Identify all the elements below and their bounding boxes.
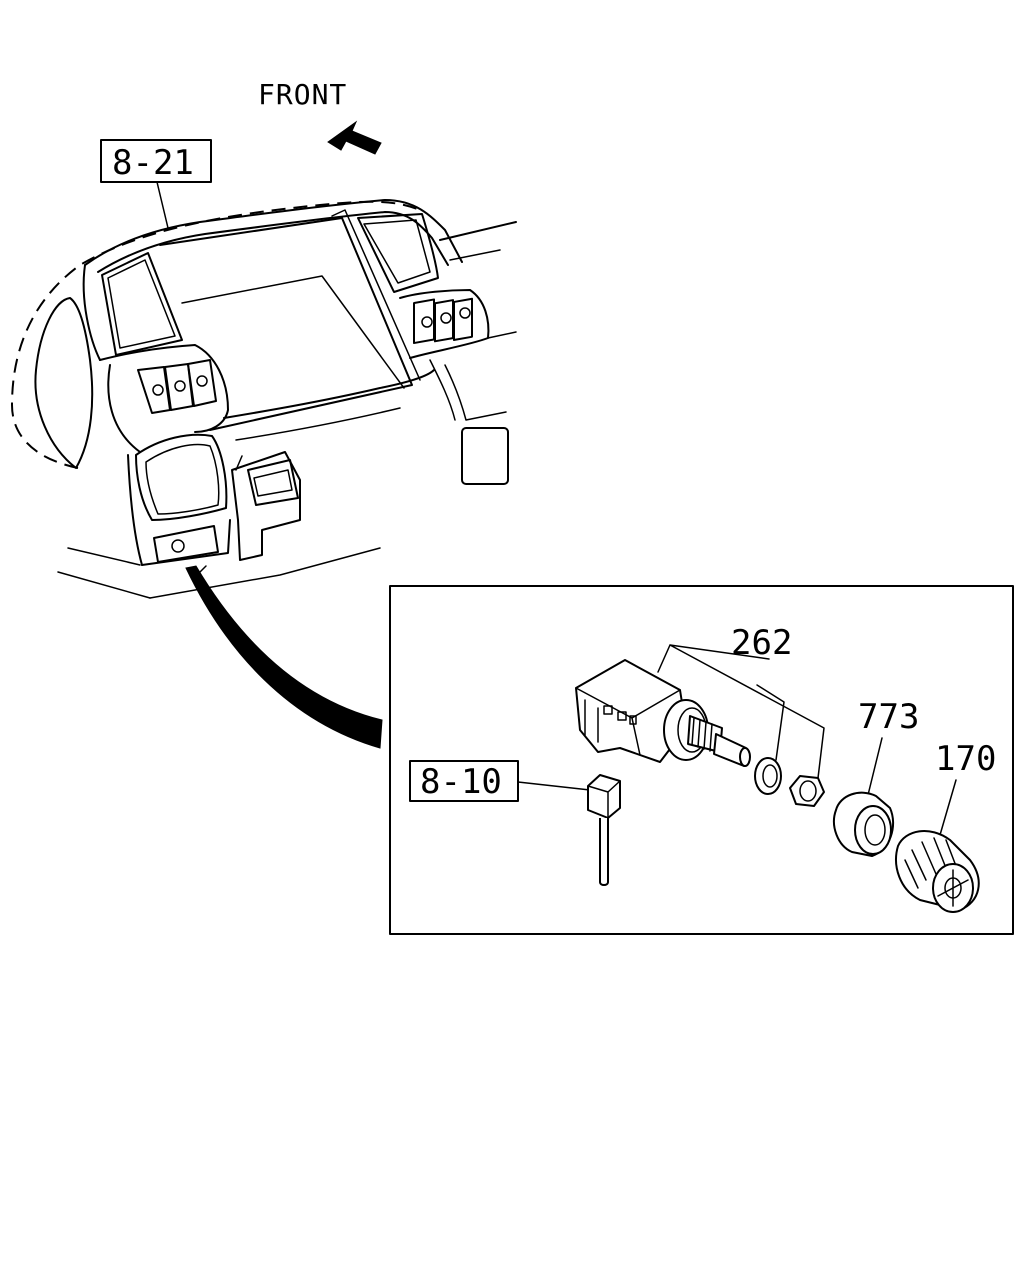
ref-box-connector: 8-10 — [409, 760, 519, 802]
leader-170 — [939, 779, 957, 836]
part-number-262: 262 — [731, 623, 792, 663]
detail-pointer — [185, 565, 383, 749]
part-number-773: 773 — [858, 697, 919, 737]
left-switch-cluster — [137, 359, 217, 414]
dashboard-illustration — [10, 199, 517, 599]
leader-262 — [657, 644, 825, 779]
leader-773 — [867, 737, 883, 796]
detail-box — [389, 585, 1014, 935]
knob — [895, 830, 980, 913]
switch-assembly — [575, 659, 751, 767]
connector-plug — [587, 774, 621, 886]
part-number-170: 170 — [935, 739, 996, 779]
bezel-nut — [833, 791, 895, 857]
ref-connector-text: 8-10 — [420, 762, 502, 802]
hex-nut — [789, 775, 825, 807]
lower-control-panel — [153, 525, 219, 563]
leader-connector — [517, 781, 591, 791]
ref-box-dashboard: 8-21 — [100, 139, 212, 183]
front-arrow-icon — [327, 120, 382, 155]
washer — [754, 757, 782, 795]
right-switch-cluster — [413, 297, 473, 345]
front-label: FRONT — [258, 78, 347, 111]
ref-dashboard-text: 8-21 — [112, 143, 194, 183]
leader-dashboard — [156, 181, 169, 229]
